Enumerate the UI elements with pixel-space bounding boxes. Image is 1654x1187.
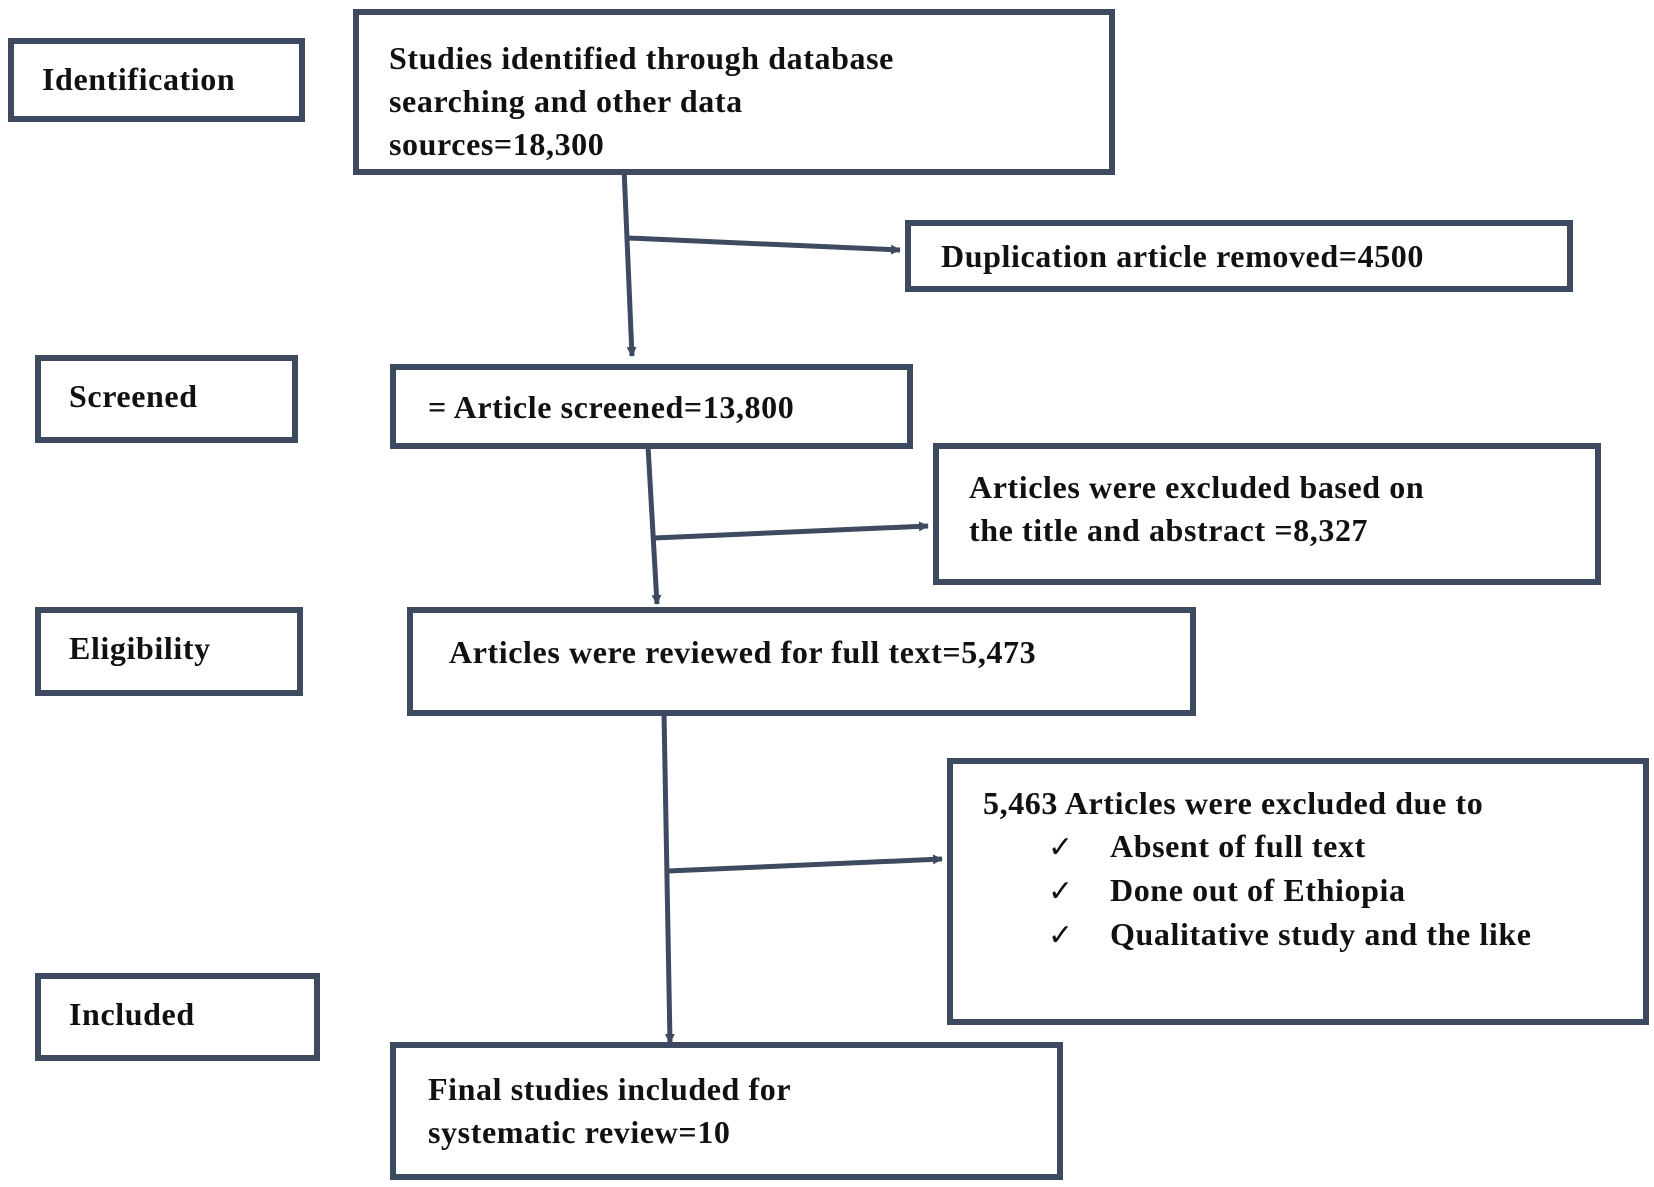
check-icon: ✓ bbox=[1048, 830, 1074, 865]
fulltext-text: Articles were reviewed for full text=5,4… bbox=[449, 634, 1037, 670]
stage-screened: Screened bbox=[35, 355, 298, 443]
screened-box: = Article screened=13,800 bbox=[390, 364, 913, 449]
arrow-screened-to-fulltext bbox=[645, 445, 662, 605]
arrow-to-excluded-title bbox=[653, 521, 929, 541]
screened-text: = Article screened=13,800 bbox=[428, 389, 795, 425]
arrow-identified-to-screened bbox=[621, 167, 637, 357]
identified-box: Studies identified through database sear… bbox=[353, 9, 1115, 175]
final-box: Final studies included for systematic re… bbox=[390, 1042, 1063, 1180]
identified-line-3: sources=18,300 bbox=[389, 126, 605, 162]
excluded-title-box: Articles were excluded based on the titl… bbox=[933, 443, 1601, 585]
arrow-fulltext-to-final bbox=[661, 712, 675, 1044]
reason-item: ✓ Done out of Ethiopia bbox=[983, 869, 1643, 913]
excluded-full-header: 5,463 Articles were excluded due to bbox=[983, 785, 1484, 821]
arrow-to-duplicates bbox=[627, 235, 901, 255]
reason-text: Absent of full text bbox=[1110, 828, 1366, 864]
reason-text: Done out of Ethiopia bbox=[1110, 872, 1406, 908]
duplicates-text: Duplication article removed=4500 bbox=[941, 238, 1424, 274]
duplicates-box: Duplication article removed=4500 bbox=[905, 220, 1573, 292]
identified-line-1: Studies identified through database bbox=[389, 40, 894, 76]
check-icon: ✓ bbox=[1048, 918, 1074, 953]
excluded-title-line-2: the title and abstract =8,327 bbox=[969, 512, 1369, 548]
stage-identification-label: Identification bbox=[42, 61, 236, 97]
stage-included: Included bbox=[35, 973, 320, 1061]
identified-line-2: searching and other data bbox=[389, 83, 743, 119]
excluded-title-line-1: Articles were excluded based on bbox=[969, 469, 1425, 505]
arrow-to-excluded-full bbox=[667, 854, 943, 874]
final-line-2: systematic review=10 bbox=[428, 1114, 731, 1150]
fulltext-box: Articles were reviewed for full text=5,4… bbox=[407, 607, 1196, 716]
reason-text: Qualitative study and the like bbox=[1110, 916, 1532, 952]
stage-screened-label: Screened bbox=[69, 378, 198, 414]
stage-identification: Identification bbox=[8, 38, 305, 122]
reason-item: ✓ Absent of full text bbox=[983, 825, 1643, 869]
final-line-1: Final studies included for bbox=[428, 1071, 792, 1107]
stage-eligibility-label: Eligibility bbox=[69, 630, 211, 666]
check-icon: ✓ bbox=[1048, 874, 1074, 909]
stage-included-label: Included bbox=[69, 996, 195, 1032]
reason-item: ✓ Qualitative study and the like bbox=[983, 913, 1643, 957]
excluded-full-box: 5,463 Articles were excluded due to ✓ Ab… bbox=[947, 758, 1649, 1025]
stage-eligibility: Eligibility bbox=[35, 607, 303, 696]
